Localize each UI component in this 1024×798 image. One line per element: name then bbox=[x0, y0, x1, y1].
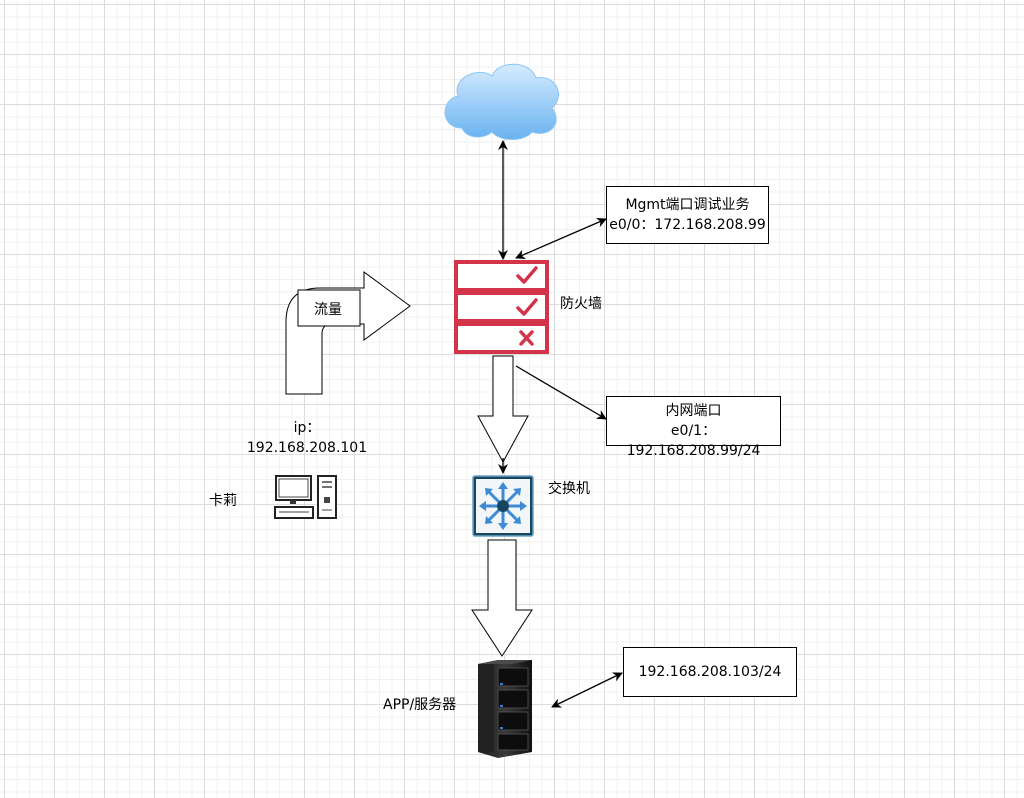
server-ip-link bbox=[551, 672, 623, 708]
pc-ip-label: ip： 192.168.208.101 bbox=[232, 418, 382, 458]
switch-icon bbox=[472, 475, 534, 537]
inner-port-link bbox=[515, 365, 607, 420]
firewall-icon bbox=[454, 260, 549, 354]
inner-port-callout: 内网端口 e0/1：192.168.208.99/24 bbox=[606, 396, 781, 459]
firewall-label: 防火墙 bbox=[560, 296, 602, 312]
cloud-icon bbox=[444, 63, 559, 140]
mgmt-callout-line1: Mgmt端口调试业务 bbox=[625, 197, 750, 213]
mgmt-callout-line2: e0/0：172.168.208.99 bbox=[609, 217, 766, 233]
flow-label-box bbox=[297, 289, 361, 327]
switch-server-flow-arrow bbox=[471, 539, 533, 657]
server-ip-callout: 192.168.208.103/24 bbox=[623, 647, 797, 697]
switch-label: 交换机 bbox=[548, 481, 590, 497]
inner-port-callout-line1: 内网端口 bbox=[665, 403, 722, 419]
flow-label: 流量 bbox=[314, 302, 342, 318]
pc-label: 卡莉 bbox=[209, 493, 237, 509]
inner-port-callout-line2: e0/1：192.168.208.99/24 bbox=[626, 423, 761, 459]
server-label: APP/服务器 bbox=[383, 697, 457, 713]
server-rack-icon bbox=[478, 660, 532, 758]
pc-ip-line2: 192.168.208.101 bbox=[246, 440, 368, 456]
server-ip-callout-line1: 192.168.208.103/24 bbox=[638, 664, 782, 680]
computer-icon bbox=[274, 475, 337, 519]
firewall-switch-flow-arrow bbox=[477, 355, 529, 464]
pc-ip-line1: ip： bbox=[293, 420, 321, 436]
mgmt-link bbox=[515, 217, 607, 260]
mgmt-callout: Mgmt端口调试业务 e0/0：172.168.208.99 bbox=[606, 186, 769, 244]
